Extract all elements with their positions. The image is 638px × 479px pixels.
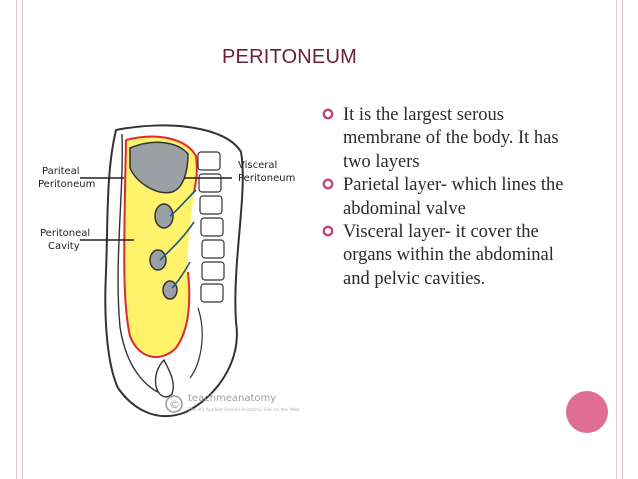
organ-shape (154, 203, 174, 229)
mesentery-line (159, 189, 197, 289)
watermark-copyright-symbol: © (169, 398, 180, 411)
bullet-item: It is the largest serous membrane of the… (322, 104, 572, 174)
label-cavity-line1: Peritoneal (40, 228, 90, 239)
bullet-text: Parietal layer- which lines the abdomina… (343, 175, 564, 219)
watermark-brand: teachmeanatomy (188, 393, 276, 404)
label-pariteal-line2: Peritoneum (38, 179, 95, 190)
frame-line-right-inner (616, 0, 617, 479)
bullet-item: Parietal layer- which lines the abdomina… (322, 174, 572, 221)
peritoneal-cavity-fill (124, 136, 196, 358)
frame-line-left-inner (22, 0, 23, 479)
slide-title: Peritoneum (222, 46, 357, 68)
label-cavity-line2: Cavity (48, 241, 80, 252)
abdominal-wall (117, 133, 173, 398)
accent-circle (566, 391, 608, 433)
open-circle-bullet-icon (322, 225, 334, 237)
parietal-peritoneum-line (123, 135, 198, 358)
open-circle-bullet-icon (322, 178, 334, 190)
open-circle-bullet-icon (322, 108, 334, 120)
peritoneum-diagram: Pariteal Peritoneum Visceral Peritoneum … (38, 124, 301, 418)
label-pariteal-line1: Pariteal (42, 166, 80, 177)
pelvic-organ (154, 358, 174, 398)
watermark-tagline: The #1 Applied Human Anatomy Site on the… (187, 407, 301, 413)
bullet-list: It is the largest serous membrane of the… (322, 104, 572, 291)
bullet-item: Visceral layer- it cover the organs with… (322, 221, 572, 291)
label-visceral-line2: Peritoneum (238, 173, 295, 184)
bullet-text: Visceral layer- it cover the organs with… (343, 222, 554, 289)
bullet-text: It is the largest serous membrane of the… (343, 105, 559, 172)
frame-line-left-outer (16, 0, 17, 479)
organ-shape (149, 249, 167, 271)
label-visceral-line1: Visceral (238, 160, 277, 171)
frame-line-right-outer (622, 0, 623, 479)
watermark-copyright-icon (165, 395, 183, 413)
